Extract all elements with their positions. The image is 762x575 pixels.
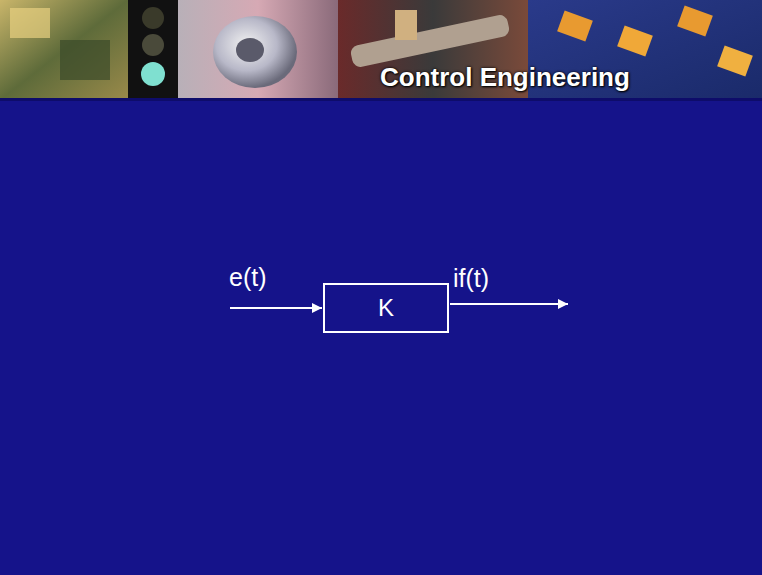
- gain-block: K: [323, 283, 449, 333]
- signal-name: e(t): [229, 265, 267, 290]
- signal-name: if(t): [453, 266, 489, 291]
- banner-title: Control Engineering: [380, 64, 630, 90]
- input-signal-arrow: [230, 307, 322, 309]
- banner-collage: [0, 0, 762, 101]
- gain-symbol: K: [378, 296, 394, 320]
- output-signal-arrow: [450, 303, 568, 305]
